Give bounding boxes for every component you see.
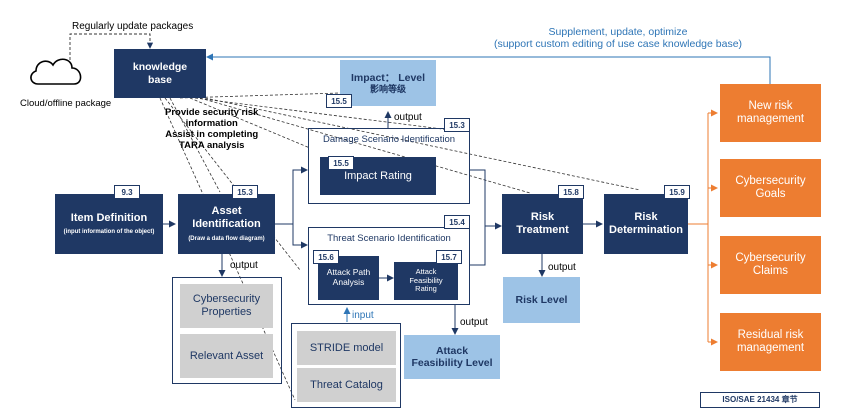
damage-scenario-group: Damage Scenario Identification bbox=[308, 128, 470, 204]
asset-output-group bbox=[172, 277, 282, 384]
cybersecurity-claims-box: Cybersecurity Claims bbox=[720, 236, 821, 294]
damage-scenario-title: Damage Scenario Identification bbox=[322, 134, 456, 145]
item-definition-subtitle: (input information of the object) bbox=[63, 229, 155, 236]
supplement-line-1: Supplement, update, optimize bbox=[548, 26, 688, 38]
output-2-line-2: Goals bbox=[755, 188, 786, 200]
asset-identification-box: Asset Identification (Draw a data flow d… bbox=[178, 194, 275, 254]
knowledge-base-line-1: knowledge bbox=[132, 61, 188, 74]
threat-output-label: output bbox=[460, 317, 488, 328]
attack-path-tag: 15.6 bbox=[313, 250, 339, 264]
cloud-label: Cloud/offline package bbox=[20, 98, 112, 109]
provide-line-2: information bbox=[185, 117, 238, 129]
impact-level-line-1: Impact： Level bbox=[350, 71, 426, 84]
stride-model-label: STRIDE model bbox=[309, 341, 384, 354]
attack-feasibility-level-box: Attack Feasibility Level bbox=[404, 335, 500, 379]
standard-reference-label: ISO/SAE 21434 章节 bbox=[700, 392, 820, 408]
asset-identification-subtitle: (Draw a data flow diagram) bbox=[188, 235, 265, 242]
feasibility-line-3: Rating bbox=[415, 284, 437, 294]
attack-feasibility-rating-box: Attack Feasibility Rating bbox=[394, 262, 458, 300]
risk-determination-line-1: Risk bbox=[634, 211, 658, 224]
asset-identification-line-2: Identification bbox=[192, 218, 261, 231]
output-1-line-1: New risk bbox=[748, 99, 793, 112]
item-definition-title: Item Definition bbox=[70, 211, 148, 224]
impact-rating-label: Impact Rating bbox=[344, 169, 412, 182]
supplement-line-2: (support custom editing of use case know… bbox=[493, 38, 743, 50]
cloud-icon bbox=[30, 58, 82, 85]
impact-level-line-2: 影响等级 bbox=[369, 83, 406, 94]
residual-risk-management-box: Residual risk management bbox=[720, 313, 821, 371]
risk-treatment-output-label: output bbox=[548, 262, 576, 273]
provide-line-3: Assist in completing bbox=[165, 128, 259, 140]
threat-scenario-group: Threat Scenario Identification bbox=[308, 227, 470, 305]
attack-feasibility-level-line-1: Attack bbox=[435, 344, 469, 357]
risk-determination-line-2: Determination bbox=[609, 224, 683, 236]
asset-identification-tag: 15.3 bbox=[232, 185, 258, 199]
risk-determination-tag: 15.9 bbox=[664, 185, 690, 199]
attack-path-line-1: Attack Path bbox=[326, 267, 371, 278]
standard-reference-text: ISO/SAE 21434 章节 bbox=[722, 395, 798, 405]
item-definition-box: Item Definition (input information of th… bbox=[55, 194, 163, 254]
asset-identification-line-1: Asset bbox=[211, 205, 242, 218]
item-definition-tag: 9.3 bbox=[114, 185, 140, 199]
feasibility-line-1: Attack bbox=[415, 267, 437, 277]
knowledge-base-box: knowledge base bbox=[114, 49, 206, 98]
risk-treatment-box: Risk Treatment bbox=[502, 194, 583, 254]
threat-scenario-tag: 15.4 bbox=[444, 215, 470, 229]
new-risk-management-box: New risk management bbox=[720, 84, 821, 142]
attack-feasibility-level-line-2: Feasibility Level bbox=[411, 357, 493, 369]
relevant-asset-box: Relevant Asset bbox=[180, 334, 273, 378]
update-packages-label: Regularly update packages bbox=[72, 21, 194, 32]
supplement-label: Supplement, update, optimize (support cu… bbox=[468, 26, 768, 50]
risk-treatment-line-2: Treatment bbox=[516, 224, 569, 236]
output-2-line-1: Cybersecurity bbox=[735, 174, 806, 187]
threat-catalog-box: Threat Catalog bbox=[297, 368, 396, 402]
impact-output-label: output bbox=[394, 112, 422, 123]
provide-line-4: TARA analysis bbox=[179, 139, 245, 151]
impact-level-tag: 15.5 bbox=[326, 94, 352, 108]
risk-determination-box: Risk Determination bbox=[604, 194, 688, 254]
feasibility-line-2: Feasibility bbox=[409, 275, 443, 285]
risk-level-box: Risk Level bbox=[503, 277, 580, 323]
attack-path-line-2: Analysis bbox=[332, 277, 365, 287]
cybersecurity-goals-box: Cybersecurity Goals bbox=[720, 159, 821, 217]
knowledge-base-line-2: base bbox=[148, 73, 172, 86]
output-1-line-2: management bbox=[736, 113, 805, 125]
output-4-line-1: Residual risk bbox=[737, 328, 804, 341]
relevant-asset-label: Relevant Asset bbox=[189, 349, 264, 362]
provide-line-1: Provide security risk bbox=[165, 107, 259, 118]
threat-input-group bbox=[291, 323, 401, 408]
risk-treatment-line-1: Risk bbox=[530, 211, 555, 224]
impact-level-box: Impact： Level 影响等级 bbox=[340, 60, 436, 106]
asset-output-label: output bbox=[230, 260, 258, 271]
impact-rating-tag: 15.5 bbox=[328, 156, 354, 170]
output-3-line-1: Cybersecurity bbox=[735, 251, 806, 264]
damage-scenario-tag: 15.3 bbox=[444, 118, 470, 132]
threat-scenario-title: Threat Scenario Identification bbox=[327, 233, 451, 244]
threat-input-label: input bbox=[352, 310, 374, 321]
output-3-line-2: Claims bbox=[752, 265, 789, 277]
risk-treatment-tag: 15.8 bbox=[558, 185, 584, 199]
stride-model-box: STRIDE model bbox=[297, 331, 396, 365]
cybersecurity-properties-box: Cybersecurity Properties bbox=[180, 284, 273, 328]
threat-catalog-label: Threat Catalog bbox=[310, 378, 383, 391]
attack-feasibility-tag: 15.7 bbox=[436, 250, 462, 264]
output-4-line-2: management bbox=[736, 342, 805, 354]
properties-line-1: Cybersecurity bbox=[192, 293, 261, 306]
properties-line-2: Properties bbox=[201, 306, 252, 318]
risk-level-label: Risk Level bbox=[515, 293, 568, 306]
provide-risk-info-label: Provide security risk information Assist… bbox=[165, 107, 259, 152]
